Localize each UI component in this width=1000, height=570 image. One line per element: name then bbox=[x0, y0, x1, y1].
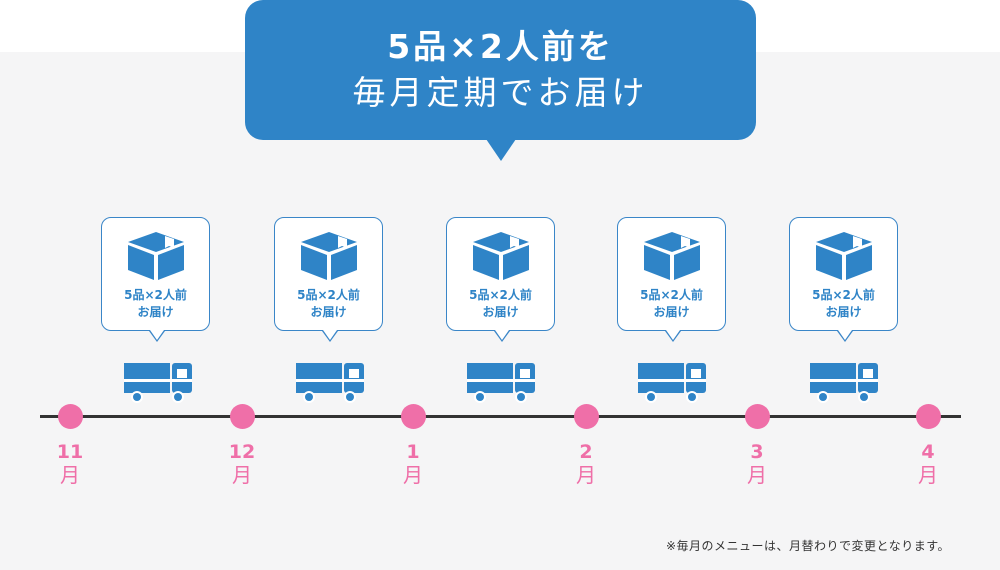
bubble-quantity: 5品×2人前 bbox=[640, 288, 703, 302]
bubble-delivery: お届け bbox=[137, 305, 174, 319]
delivery-bubble: 5品×2人前 お届け bbox=[789, 217, 898, 342]
timeline-marker bbox=[574, 404, 599, 429]
package-box-icon bbox=[816, 232, 872, 280]
bubble-delivery: お届け bbox=[482, 305, 519, 319]
month-unit: 月 bbox=[232, 463, 252, 487]
month-label: 1 月 bbox=[393, 441, 433, 487]
bubble-pointer-fill bbox=[495, 330, 509, 340]
bubble-pointer-fill bbox=[666, 330, 680, 340]
month-label: 2 月 bbox=[566, 441, 606, 487]
month-number: 3 bbox=[750, 441, 764, 463]
package-box-icon bbox=[644, 232, 700, 280]
month-unit: 月 bbox=[576, 463, 596, 487]
package-box-icon bbox=[128, 232, 184, 280]
month-number: 12 bbox=[228, 441, 256, 463]
package-box-icon bbox=[301, 232, 357, 280]
menu-change-note: ※毎月のメニューは、月替わりで変更となります。 bbox=[666, 539, 950, 553]
month-unit: 月 bbox=[747, 463, 767, 487]
timeline-marker bbox=[230, 404, 255, 429]
month-label: 11 月 bbox=[50, 441, 90, 487]
package-box-icon bbox=[473, 232, 529, 280]
month-unit: 月 bbox=[918, 463, 938, 487]
delivery-truck-icon bbox=[810, 363, 878, 403]
bubble-pointer-fill bbox=[323, 330, 337, 340]
delivery-truck-icon bbox=[124, 363, 192, 403]
delivery-truck-icon bbox=[467, 363, 535, 403]
month-number: 4 bbox=[921, 441, 935, 463]
bubble-quantity: 5品×2人前 bbox=[124, 288, 187, 302]
delivery-truck-icon bbox=[296, 363, 364, 403]
bubble-delivery: お届け bbox=[825, 305, 862, 319]
month-number: 11 bbox=[56, 441, 84, 463]
bubble-pointer-fill bbox=[838, 330, 852, 340]
bubble-delivery: お届け bbox=[653, 305, 690, 319]
delivery-bubble: 5品×2人前 お届け bbox=[617, 217, 726, 342]
month-label: 4 月 bbox=[908, 441, 948, 487]
bubble-quantity: 5品×2人前 bbox=[297, 288, 360, 302]
month-unit: 月 bbox=[403, 463, 423, 487]
bubble-delivery: お届け bbox=[310, 305, 347, 319]
month-number: 2 bbox=[579, 441, 593, 463]
delivery-bubble: 5品×2人前 お届け bbox=[446, 217, 555, 342]
month-unit: 月 bbox=[60, 463, 80, 487]
month-label: 3 月 bbox=[737, 441, 777, 487]
timeline-marker bbox=[401, 404, 426, 429]
month-label: 12 月 bbox=[222, 441, 262, 487]
timeline-marker bbox=[916, 404, 941, 429]
delivery-bubble: 5品×2人前 お届け bbox=[274, 217, 383, 342]
headline-line-1: 5品×2人前を bbox=[387, 27, 614, 66]
delivery-truck-icon bbox=[638, 363, 706, 403]
bubble-pointer-fill bbox=[150, 330, 164, 340]
bubble-quantity: 5品×2人前 bbox=[812, 288, 875, 302]
timeline-marker bbox=[745, 404, 770, 429]
headline-line-2: 毎月定期でお届け bbox=[352, 73, 649, 112]
timeline-marker bbox=[58, 404, 83, 429]
month-number: 1 bbox=[406, 441, 420, 463]
headline-callout: 5品×2人前を 毎月定期でお届け bbox=[245, 0, 756, 161]
timeline-axis bbox=[40, 415, 961, 418]
delivery-bubble: 5品×2人前 お届け bbox=[101, 217, 210, 342]
bubble-quantity: 5品×2人前 bbox=[469, 288, 532, 302]
headline-pointer bbox=[486, 139, 516, 161]
